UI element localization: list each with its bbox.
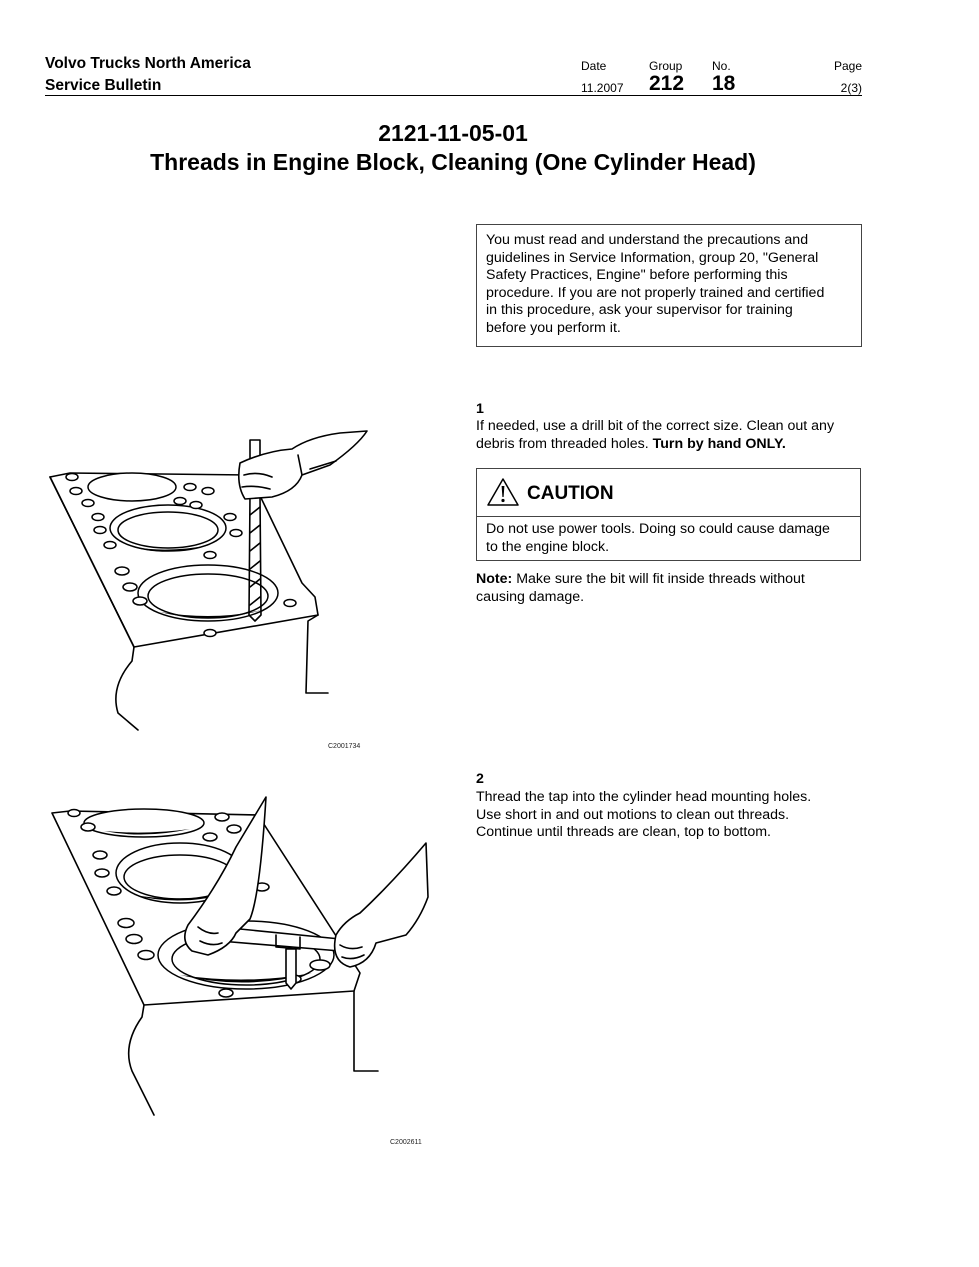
- figure-1-code: C2001734: [328, 743, 361, 750]
- page-label: Page: [833, 59, 862, 73]
- figure-2-tap-illustration: [40, 795, 440, 1130]
- date-label: Date: [581, 59, 607, 73]
- caution-line: to the engine block.: [486, 538, 610, 555]
- step-2-line: Use short in and out motions to clean ou…: [476, 806, 790, 823]
- number-value: 18: [712, 72, 736, 95]
- figure-2-code: C2002611: [390, 1139, 422, 1146]
- note-line: causing damage.: [476, 588, 585, 605]
- safety-notice-box: You must read and understand the precaut…: [476, 224, 862, 347]
- step-1-line-text: debris from threaded holes.: [476, 435, 653, 452]
- caution-box: CAUTION Do not use power tools. Doing so…: [476, 468, 861, 561]
- step-2-line: Continue until threads are clean, top to…: [476, 824, 771, 841]
- notice-line: guidelines in Service Information, group…: [486, 249, 819, 266]
- date-value: 11.2007: [581, 81, 624, 95]
- caution-title: CAUTION: [527, 483, 614, 504]
- notice-line: You must read and understand the precaut…: [486, 232, 809, 248]
- step-2-text: Thread the tap into the cylinder head mo…: [476, 789, 871, 842]
- caution-line: Do not use power tools. Doing so could c…: [486, 521, 830, 537]
- company-name: Volvo Trucks North America: [45, 55, 251, 72]
- note-label: Note:: [476, 571, 513, 587]
- procedure-title: Threads in Engine Block, Cleaning (One C…: [150, 149, 756, 175]
- note-line-text: Make sure the bit will fit inside thread…: [512, 571, 805, 587]
- notice-line: Safety Practices, Engine" before perform…: [486, 267, 788, 284]
- notice-line: procedure. If you are not properly train…: [486, 284, 825, 301]
- step-2-line: Thread the tap into the cylinder head mo…: [476, 789, 812, 805]
- notice-line: before you perform it.: [486, 319, 621, 336]
- figure-1-drill-illustration: [40, 425, 380, 740]
- header-rule: [45, 95, 862, 96]
- number-label: No.: [712, 59, 731, 73]
- step-1-number: 1: [476, 401, 484, 417]
- bolt-holes: [65, 472, 297, 638]
- step-1-emphasis: Turn by hand ONLY.: [652, 435, 786, 452]
- page-value: 2(3): [840, 81, 862, 95]
- group-label: Group: [649, 59, 683, 73]
- procedure-code: 2121-11-05-01: [378, 120, 528, 146]
- step-1-note: Note: Make sure the bit will fit inside …: [476, 571, 871, 606]
- document-type: Service Bulletin: [45, 77, 162, 94]
- caution-header: CAUTION: [477, 469, 860, 517]
- step-1-text: If needed, use a drill bit of the correc…: [476, 418, 871, 453]
- step-1-line: debris from threaded holes. Turn by hand…: [476, 436, 871, 454]
- caution-text: Do not use power tools. Doing so could c…: [486, 521, 856, 556]
- warning-triangle-icon: [486, 477, 520, 512]
- step-2-number: 2: [476, 771, 484, 787]
- group-value: 212: [649, 72, 685, 95]
- note-line: Note: Make sure the bit will fit inside …: [476, 571, 871, 589]
- step-1-line: If needed, use a drill bit of the correc…: [476, 418, 835, 434]
- notice-line: in this procedure, ask your supervisor f…: [486, 302, 793, 319]
